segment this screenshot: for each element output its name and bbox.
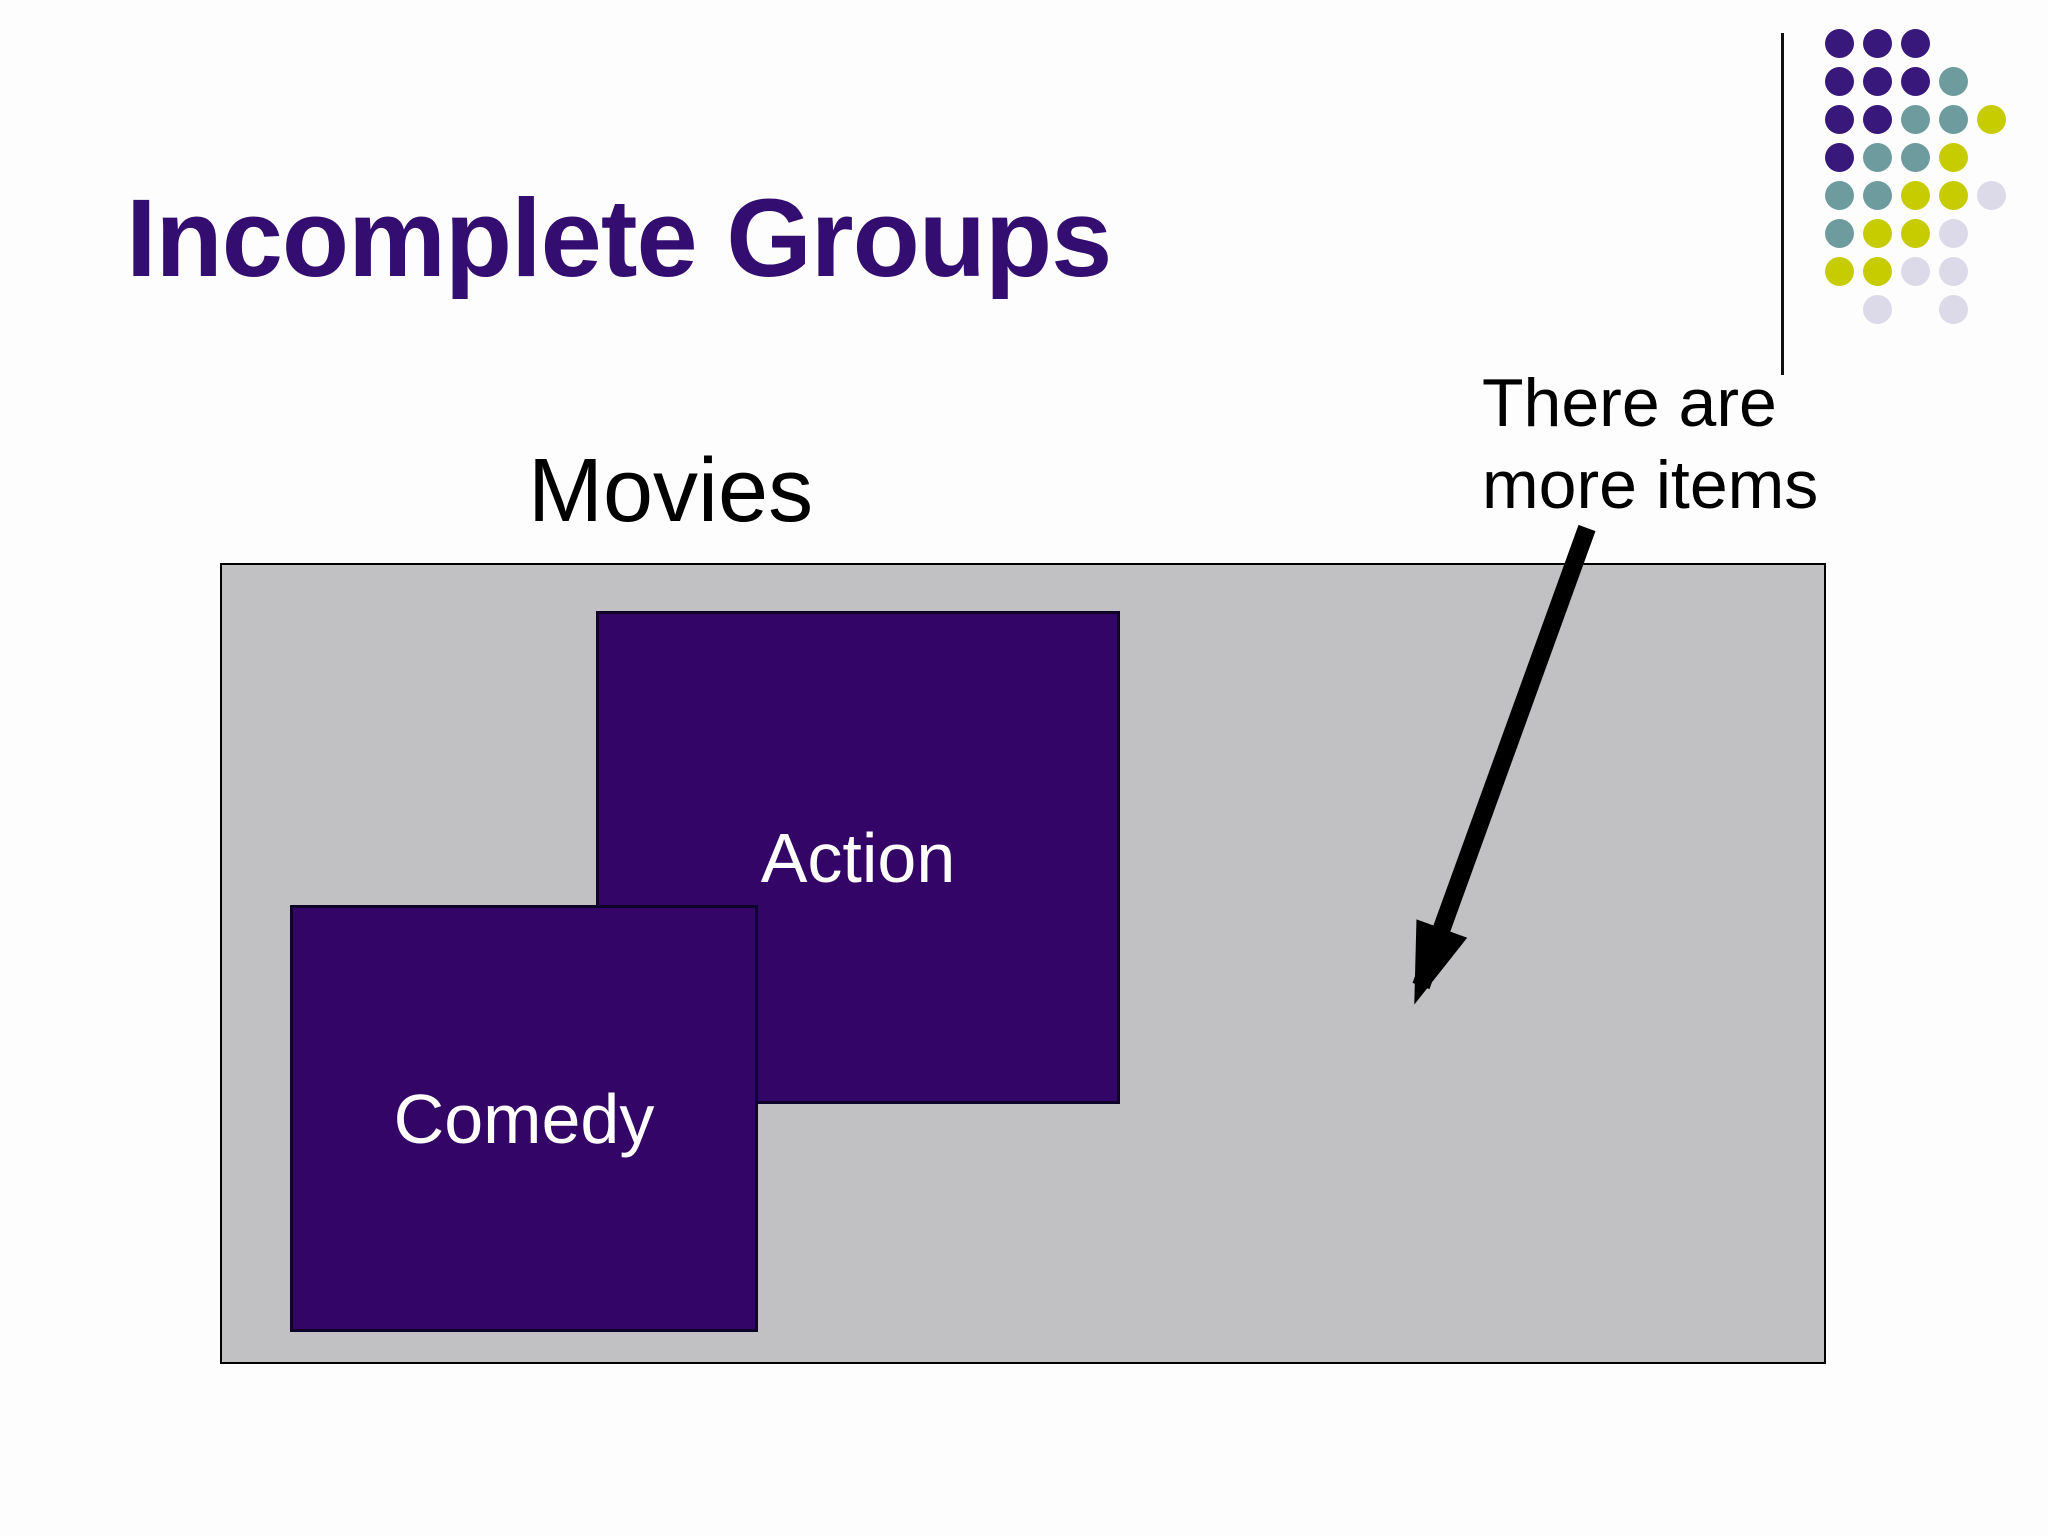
decorative-dot	[1825, 67, 1854, 96]
decorative-dot	[1863, 105, 1892, 134]
decorative-dot	[1901, 105, 1930, 134]
decorative-dot	[1901, 181, 1930, 210]
decorative-dot	[1825, 29, 1854, 58]
decorative-dot	[1901, 29, 1930, 58]
decorative-dot	[1939, 143, 1968, 172]
decorative-dot	[1863, 219, 1892, 248]
decorative-dot	[1939, 105, 1968, 134]
group-label-movies: Movies	[528, 441, 814, 541]
decorative-dot	[1977, 105, 2006, 134]
decorative-dot-grid	[1825, 29, 2015, 333]
decorative-dot	[1825, 219, 1854, 248]
decorative-dot	[1863, 257, 1892, 286]
decorative-dot	[1863, 181, 1892, 210]
decorative-dot	[1939, 257, 1968, 286]
action-square-label: Action	[760, 818, 956, 897]
decorative-dot	[1939, 219, 1968, 248]
decorative-dot	[1901, 143, 1930, 172]
annotation-more-items-text: There are more items	[1482, 365, 1819, 524]
decorative-dot	[1977, 181, 2006, 210]
decorative-dot	[1939, 67, 1968, 96]
decorative-dot	[1901, 219, 1930, 248]
decorative-dot	[1901, 257, 1930, 286]
comedy-square-label: Comedy	[393, 1079, 655, 1158]
decorative-dot	[1863, 67, 1892, 96]
decorative-dot	[1939, 295, 1968, 324]
decorative-dot	[1825, 105, 1854, 134]
comedy-square: Comedy	[290, 905, 758, 1332]
decorative-dot	[1863, 29, 1892, 58]
decorative-vertical-line	[1781, 33, 1784, 375]
slide-title: Incomplete Groups	[126, 177, 1112, 300]
decorative-dot	[1825, 143, 1854, 172]
decorative-dot	[1939, 181, 1968, 210]
decorative-dot	[1863, 295, 1892, 324]
decorative-dot	[1863, 143, 1892, 172]
decorative-dot	[1901, 67, 1930, 96]
decorative-dot	[1825, 181, 1854, 210]
decorative-dot	[1825, 257, 1854, 286]
